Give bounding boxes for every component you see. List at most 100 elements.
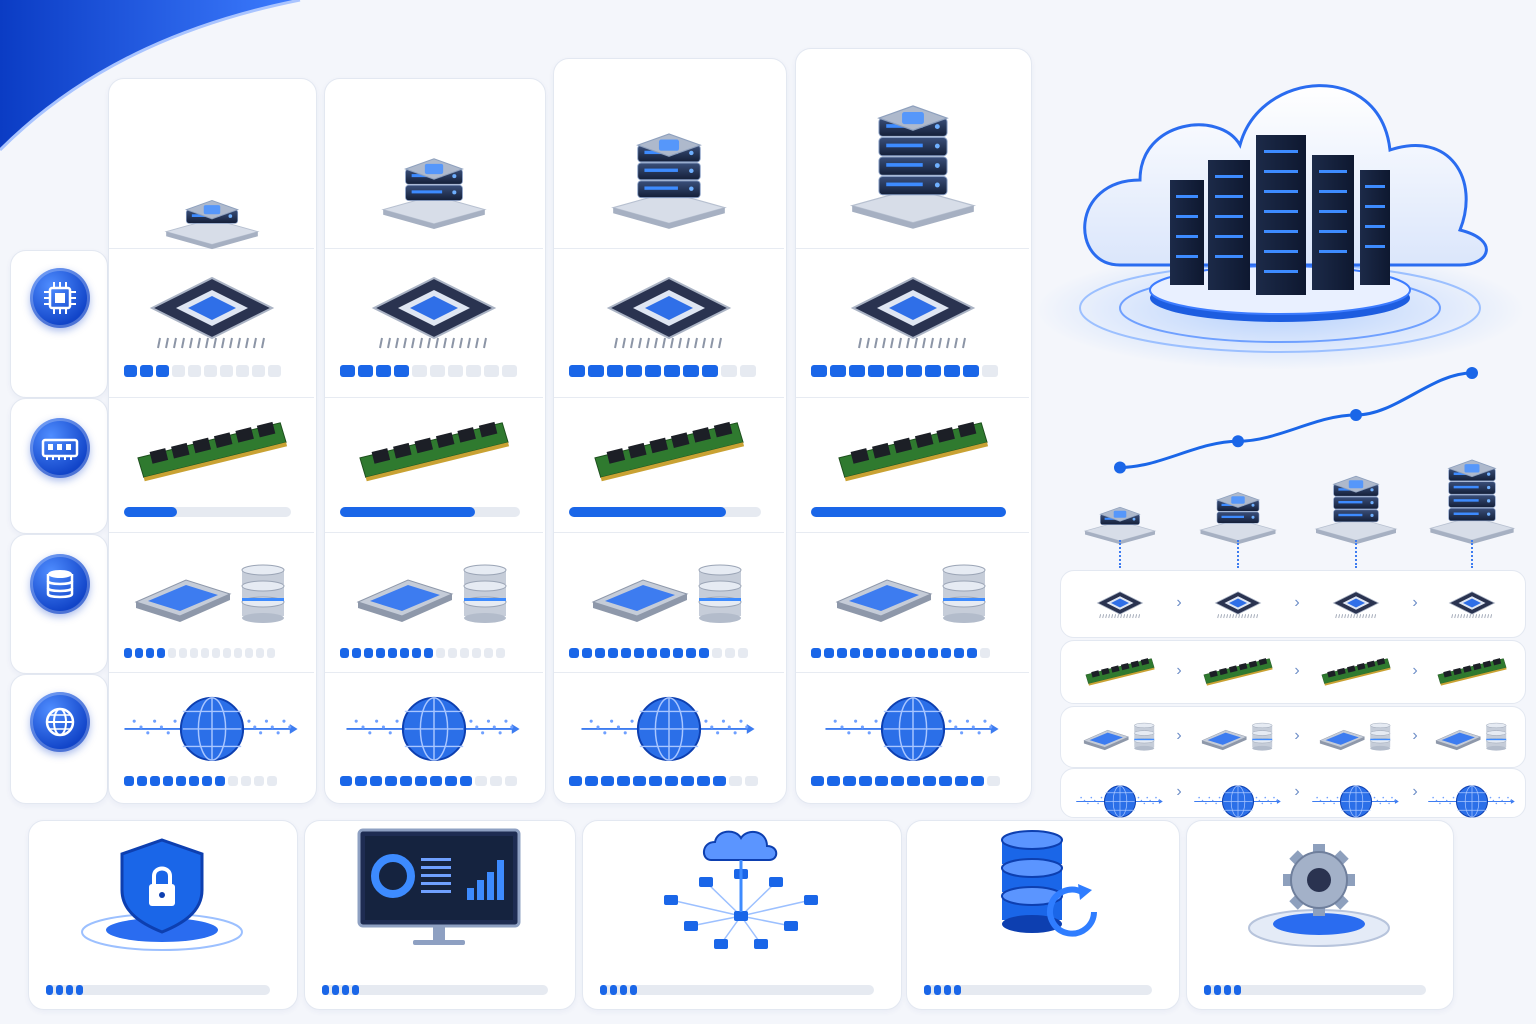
memory-module-icon xyxy=(136,421,287,482)
storage-level-bar xyxy=(340,648,508,658)
level-segment xyxy=(626,365,642,377)
level-segment xyxy=(234,648,242,658)
level-segment xyxy=(697,776,710,786)
level-segment xyxy=(608,648,618,658)
level-segment xyxy=(124,776,134,786)
level-segment xyxy=(588,365,604,377)
level-segment xyxy=(436,648,445,658)
large-server-icon xyxy=(611,133,727,229)
level-segment xyxy=(150,776,160,786)
level-segment xyxy=(600,985,607,995)
level-segment xyxy=(906,365,922,377)
network-globe-icon xyxy=(1076,785,1163,818)
level-segment xyxy=(740,365,756,377)
network-level-bar xyxy=(124,776,280,786)
level-segment xyxy=(569,365,585,377)
network-globe-icon xyxy=(1312,785,1399,818)
level-segment xyxy=(484,365,499,377)
row-divider xyxy=(796,672,1029,673)
network-level-bar xyxy=(811,776,1003,786)
level-segment xyxy=(256,648,264,658)
feature-level-bar xyxy=(600,985,874,995)
small-server-icon xyxy=(163,200,260,250)
level-segment xyxy=(967,648,977,658)
level-segment xyxy=(376,365,391,377)
chevron-right-icon: › xyxy=(1412,727,1418,744)
memory-level-bar xyxy=(811,507,1006,517)
level-segment xyxy=(484,648,493,658)
level-segment xyxy=(702,365,718,377)
storage-drive-icon xyxy=(591,564,742,623)
level-segment xyxy=(980,648,990,658)
monitoring-dashboard-icon xyxy=(357,828,521,945)
level-segment xyxy=(902,648,912,658)
level-segment xyxy=(863,648,873,658)
storage-level-bar xyxy=(124,648,278,658)
level-segment xyxy=(987,776,1000,786)
row-divider xyxy=(554,532,784,533)
level-segment xyxy=(475,776,487,786)
level-fill xyxy=(340,507,475,517)
level-segment xyxy=(190,648,198,658)
level-segment xyxy=(665,776,678,786)
level-segment xyxy=(713,776,726,786)
storage-level-bar xyxy=(811,648,993,658)
level-segment xyxy=(252,365,265,377)
level-segment xyxy=(585,776,598,786)
chevron-right-icon: › xyxy=(1176,727,1182,744)
level-segment xyxy=(915,648,925,658)
level-segment xyxy=(430,365,445,377)
level-segment xyxy=(172,365,185,377)
level-segment xyxy=(721,365,737,377)
level-segment xyxy=(254,776,264,786)
level-segment xyxy=(385,776,397,786)
level-segment xyxy=(241,776,251,786)
connector-dashed xyxy=(1471,540,1473,568)
level-segment xyxy=(223,648,231,658)
level-segment xyxy=(472,648,481,658)
level-segment xyxy=(245,648,253,658)
cloud-datacenter-icon xyxy=(1035,84,1525,370)
cpu-chip-icon xyxy=(1214,591,1262,619)
level-segment xyxy=(179,648,187,658)
level-segment xyxy=(157,648,165,658)
memory-module-icon xyxy=(1203,658,1273,686)
level-segment xyxy=(811,365,827,377)
level-segment xyxy=(939,776,952,786)
chevron-right-icon: › xyxy=(1412,594,1418,611)
level-segment xyxy=(850,648,860,658)
level-segment xyxy=(928,648,938,658)
cpu-chip-icon xyxy=(606,276,732,349)
level-segment xyxy=(673,648,683,658)
level-segment xyxy=(502,365,517,377)
level-segment xyxy=(1234,985,1241,995)
level-segment xyxy=(1224,985,1231,995)
cpu-chip-icon xyxy=(149,276,274,349)
network-globe-icon xyxy=(1428,785,1515,818)
level-segment xyxy=(699,648,709,658)
storage-drive-icon xyxy=(1435,722,1507,751)
level-segment xyxy=(843,776,856,786)
level-segment xyxy=(332,985,339,995)
level-segment xyxy=(941,648,951,658)
storage-drive-icon xyxy=(1083,722,1155,751)
growth-point xyxy=(1466,367,1478,379)
network-globe-icon xyxy=(123,696,298,762)
level-segment xyxy=(204,365,217,377)
level-segment xyxy=(617,776,630,786)
level-segment xyxy=(1214,985,1221,995)
level-segment xyxy=(163,776,173,786)
level-segment xyxy=(954,985,961,995)
cpu-chip-icon xyxy=(1332,591,1380,619)
level-segment xyxy=(686,648,696,658)
level-segment xyxy=(633,776,646,786)
chevron-right-icon: › xyxy=(1294,783,1300,800)
level-segment xyxy=(202,776,212,786)
cpu-chip-icon xyxy=(850,276,975,349)
level-segment xyxy=(645,365,661,377)
level-segment xyxy=(944,985,951,995)
level-segment xyxy=(601,776,614,786)
medium-server-icon xyxy=(1199,492,1277,545)
level-segment xyxy=(448,648,457,658)
level-segment xyxy=(188,365,201,377)
